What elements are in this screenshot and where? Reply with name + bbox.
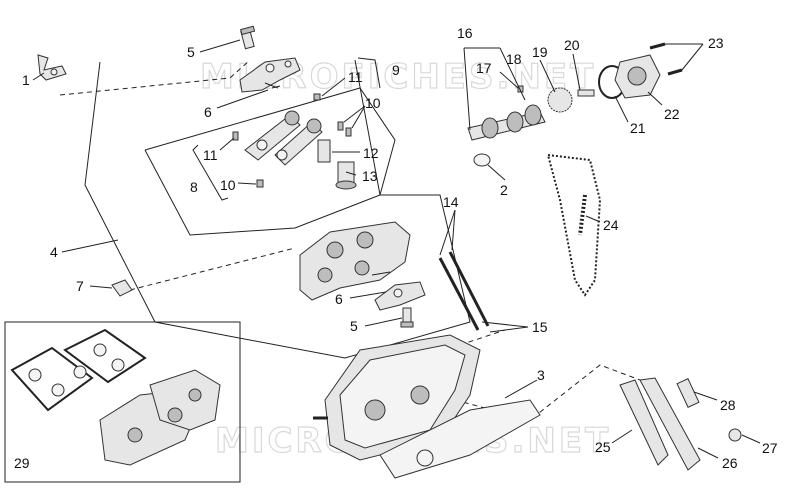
callout-10: 10 xyxy=(365,95,381,111)
part-camshaft xyxy=(467,104,546,141)
callout-20: 20 xyxy=(564,37,580,53)
assembly-outline-head xyxy=(84,59,471,359)
part-5-bolt-top xyxy=(240,25,256,50)
leader-lines xyxy=(32,39,761,459)
part-10-pin-a xyxy=(337,121,344,131)
callout-11: 11 xyxy=(348,69,363,85)
part-rocker-shafts xyxy=(244,110,323,166)
bracket-8 xyxy=(192,144,229,201)
callout-29: 29 xyxy=(14,455,30,471)
callout-3: 3 xyxy=(537,367,545,383)
callout-6: 6 xyxy=(204,104,212,120)
assembly-outline-rocker-top xyxy=(144,87,396,196)
callout-5: 5 xyxy=(187,44,195,60)
dashed-link-15 xyxy=(459,329,506,346)
callout-1: 1 xyxy=(22,72,30,88)
callout-22: 22 xyxy=(664,106,680,122)
part-28-plunger xyxy=(676,378,700,408)
part-14-stud-a xyxy=(438,257,480,331)
assembly-outline-rocker xyxy=(144,149,381,236)
callout-19: 19 xyxy=(532,44,548,60)
part-24-chain-section xyxy=(578,194,587,236)
part-24-timing-chain xyxy=(546,153,602,297)
dashed-link-1 xyxy=(59,59,251,96)
callout-5: 5 xyxy=(350,318,358,334)
callout-13: 13 xyxy=(362,168,378,184)
part-12-tappet xyxy=(317,139,331,163)
part-3-cylinder-head xyxy=(324,334,541,479)
part-10-pin-c xyxy=(256,179,264,188)
callout-17: 17 xyxy=(476,60,492,76)
callout-18: 18 xyxy=(506,51,522,67)
callout-21: 21 xyxy=(630,120,646,136)
part-20-bolt xyxy=(577,89,595,97)
callout-24: 24 xyxy=(603,217,619,233)
callout-9: 9 xyxy=(392,62,400,78)
callout-10: 10 xyxy=(220,177,236,193)
callout-26: 26 xyxy=(722,455,738,471)
callout-27: 27 xyxy=(762,440,778,456)
part-11-pin-a xyxy=(313,93,321,101)
kit-29-gaskets xyxy=(10,328,147,412)
part-19-sprocket xyxy=(547,87,573,113)
callout-8: 8 xyxy=(190,179,198,195)
kit-29-box xyxy=(4,321,241,483)
part-23-screw-a xyxy=(649,42,666,50)
callout-14: 14 xyxy=(443,194,459,210)
part-5-bolt-bottom xyxy=(400,307,414,328)
dashed-link-7 xyxy=(129,247,296,291)
callout-11: 11 xyxy=(203,147,218,163)
part-rocker-arm-bottom xyxy=(374,281,426,311)
part-14-stud-b xyxy=(448,251,490,327)
part-25-guide xyxy=(619,379,669,466)
callout-12: 12 xyxy=(363,145,379,161)
part-housing xyxy=(299,221,411,301)
callout-labels: 1 5 6 9 11 10 11 8 10 12 13 4 7 6 5 16 1… xyxy=(14,25,778,471)
part-rocker-arm-top xyxy=(239,57,301,93)
part-17-pin xyxy=(517,85,524,93)
part-22-cover xyxy=(614,54,661,99)
part-7-clip xyxy=(111,279,133,297)
callout-6: 6 xyxy=(335,291,343,307)
bracket-9 xyxy=(357,57,381,89)
callout-28: 28 xyxy=(720,397,736,413)
part-10-pin-b xyxy=(345,127,352,137)
part-13-lifter xyxy=(335,161,357,190)
callout-16: 16 xyxy=(457,25,473,41)
part-27-bolt xyxy=(728,428,742,442)
part-1-bracket xyxy=(37,54,67,81)
callout-15: 15 xyxy=(532,319,548,335)
callout-2: 2 xyxy=(500,182,508,198)
callout-23: 23 xyxy=(708,35,724,51)
part-26-tensioner xyxy=(639,377,701,471)
part-11-pin-b xyxy=(232,131,239,141)
kit-29-heads xyxy=(99,369,221,466)
callout-25: 25 xyxy=(595,439,611,455)
part-23-screw-b xyxy=(667,68,683,76)
part-2-washer xyxy=(473,153,491,167)
callout-7: 7 xyxy=(76,278,84,294)
callout-4: 4 xyxy=(50,244,58,260)
